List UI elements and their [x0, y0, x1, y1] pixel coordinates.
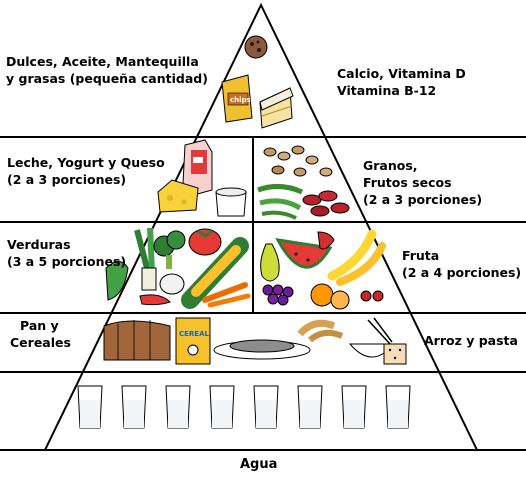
cherries-icon: [360, 290, 384, 302]
cookie-icon: [244, 35, 268, 59]
peach-icon: [310, 283, 350, 310]
strawberry-icon: [317, 231, 335, 250]
dairy-label-line2: (2 a 3 porciones): [7, 172, 127, 187]
water-glass-icon: [77, 385, 103, 429]
sweets-label: Dulces, Aceite, Mantequilla y grasas (pe…: [6, 53, 208, 87]
bread-label-line1: Pan y: [20, 318, 59, 333]
nuts-icon: [263, 145, 333, 177]
kidney-beans-icon: [302, 190, 350, 217]
milk-carton-icon: [182, 139, 213, 197]
bread-icon: [103, 320, 171, 361]
water-glass-icon: [385, 385, 411, 429]
chips-label: chips: [230, 96, 251, 104]
cheese-icon: [157, 179, 199, 213]
vegetables-label-line1: Verduras: [7, 237, 71, 252]
green-beans-icon: [257, 184, 304, 220]
yogurt-cup-icon: [215, 187, 247, 217]
rice-pasta-label: Arroz y pasta: [424, 332, 518, 349]
water-glasses: [77, 385, 411, 429]
grains-label-line1: Granos,: [363, 158, 418, 173]
grains-label-line2: Frutos secos: [363, 175, 452, 190]
water-label: Agua: [240, 457, 278, 472]
pear-icon: [260, 243, 280, 282]
sweets-label-line2: y grasas (pequeña cantidad): [6, 71, 208, 86]
grains-label: Granos, Frutos secos (2 a 3 porciones): [363, 157, 482, 208]
chips-bag-icon: chips: [221, 74, 253, 123]
carrots-icon: [202, 282, 251, 308]
bread-label: Pan y Cereales: [10, 317, 71, 351]
calcium-label-line1: Calcio, Vitamina D: [337, 66, 466, 81]
corn-icon: [181, 237, 249, 309]
rice-pasta-label-line1: Arroz y pasta: [424, 333, 518, 348]
water-glass-icon: [253, 385, 279, 429]
water-glass-icon: [121, 385, 147, 429]
water-glass-icon: [341, 385, 367, 429]
pasta-icon: [297, 319, 344, 343]
cake-slice-icon: [259, 87, 294, 129]
sweets-label-line1: Dulces, Aceite, Mantequilla: [6, 54, 199, 69]
fruit-label: Fruta (2 a 4 porciones): [402, 247, 521, 281]
water-glass-icon: [209, 385, 235, 429]
watermelon-icon: [275, 238, 333, 269]
fruit-label-line1: Fruta: [402, 248, 440, 263]
fruit-label-line2: (2 a 4 porciones): [402, 265, 522, 280]
leek-icon: [134, 227, 157, 291]
bananas-icon: [327, 229, 386, 286]
bread-label-line2: Cereales: [10, 335, 71, 350]
cereal-box-icon: CEREAL: [175, 317, 211, 365]
crackers-icon: [383, 343, 407, 365]
grains-label-line3: (2 a 3 porciones): [363, 192, 483, 207]
calcium-label-line2: Vitamina B-12: [337, 83, 437, 98]
vegetables-label-line2: (3 a 5 porciones): [7, 254, 127, 269]
cereal-box-label: CEREAL: [179, 330, 210, 338]
dairy-label: Leche, Yogurt y Queso (2 a 3 porciones): [7, 154, 165, 188]
vegetables-label: Verduras (3 a 5 porciones): [7, 236, 126, 270]
water-glass-icon: [165, 385, 191, 429]
dairy-label-line1: Leche, Yogurt y Queso: [7, 155, 165, 170]
broccoli-icon: [153, 230, 186, 269]
tomato-icon: [188, 228, 222, 256]
peppers-icon: [105, 261, 171, 306]
spaghetti-plate-icon: [213, 339, 311, 360]
grapes-icon: [262, 284, 294, 306]
water-glass-icon: [297, 385, 323, 429]
garlic-icon: [159, 273, 185, 295]
calcium-label: Calcio, Vitamina D Vitamina B-12: [337, 65, 466, 99]
